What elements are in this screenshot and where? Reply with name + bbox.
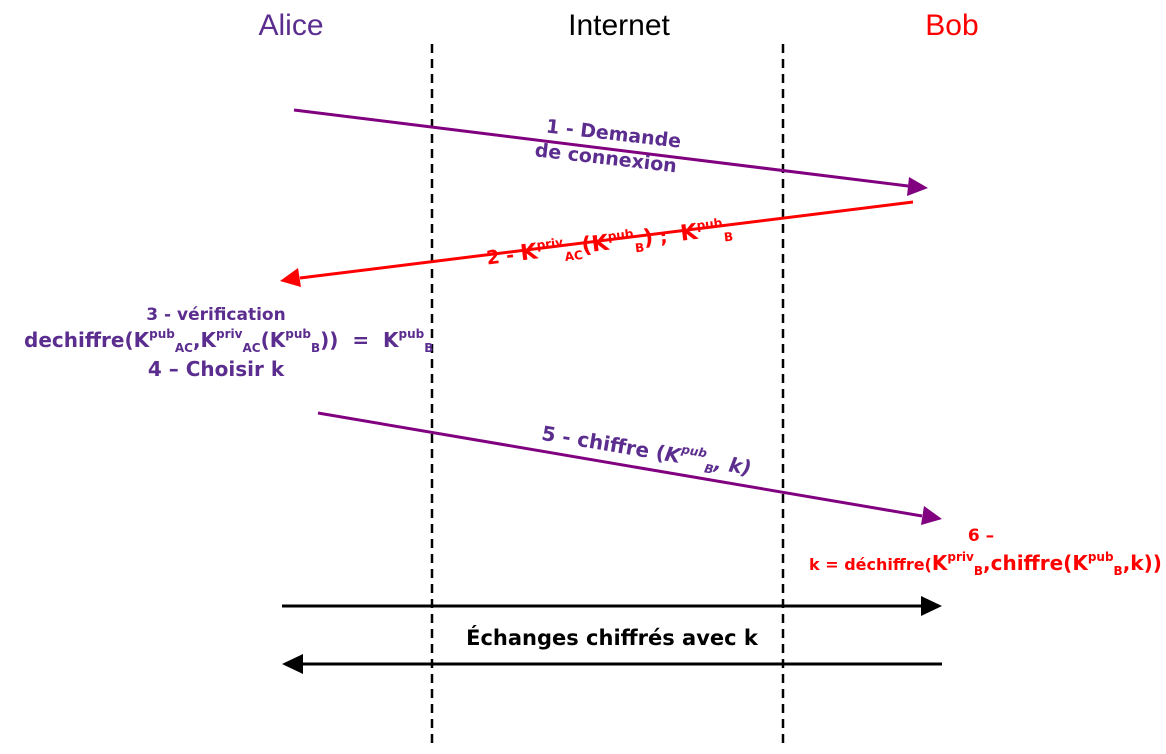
- arrowhead-encrypted-key: [921, 506, 942, 525]
- label-encrypted-exchange: Échanges chiffrés avec k: [466, 625, 759, 650]
- step-verification-title: 3 - vérification: [146, 305, 285, 325]
- label-encrypted-key: 5 - chiffre (KpubB, k): [539, 419, 753, 483]
- arrow-connection-request: [293, 108, 909, 188]
- step-choose-key: 4 – Choisir k: [148, 357, 285, 381]
- step-decrypt-title: 6 –: [968, 526, 994, 546]
- actor-bob: Bob: [925, 9, 978, 42]
- arrow-encrypted-key: [317, 411, 923, 518]
- arrowhead-connection-request: [907, 177, 928, 196]
- arrowhead-exchange-to-bob: [921, 596, 942, 616]
- actor-alice: Alice: [258, 9, 323, 42]
- arrow-certificate: [299, 200, 914, 280]
- actor-internet: Internet: [568, 9, 670, 42]
- step-verification-formula: dechiffre(KpubAC,KprivAC(KpubB)) = KpubB: [24, 327, 433, 355]
- step-decrypt-formula: k = déchiffre(KprivB,chiffre(KpubB,k)): [809, 550, 1162, 578]
- arrowhead-certificate: [280, 268, 301, 287]
- arrowhead-exchange-to-alice: [282, 654, 303, 674]
- label-certificate: 2 - KprivAC(KpubB) ; KpubB: [485, 215, 734, 274]
